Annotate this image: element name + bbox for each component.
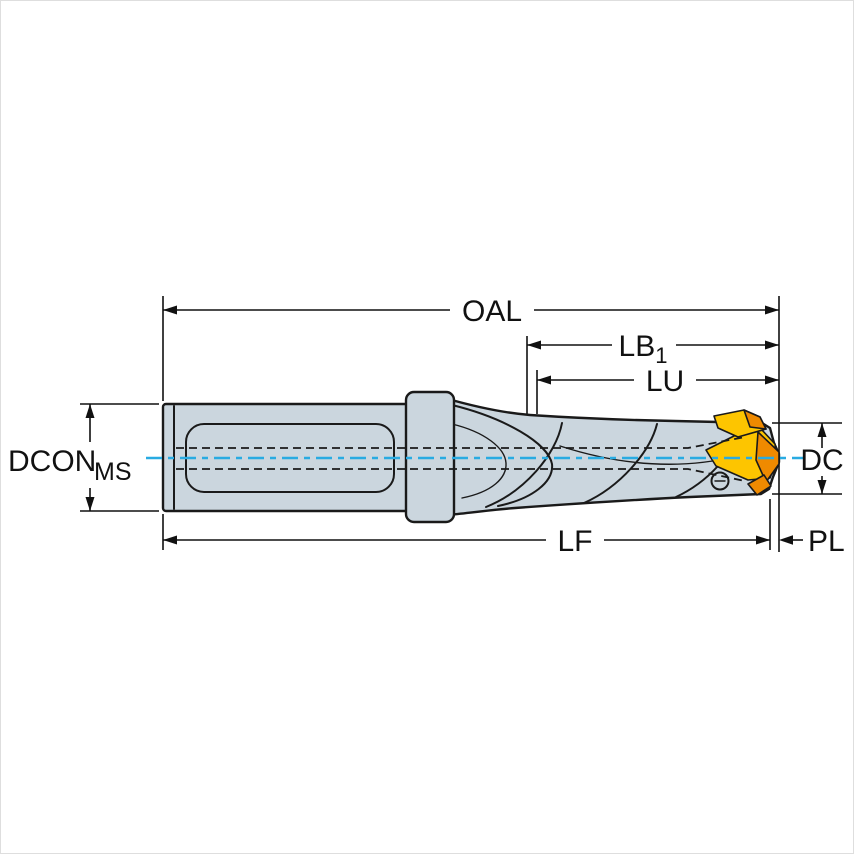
insert-screw xyxy=(710,471,730,491)
arrowhead xyxy=(817,480,827,494)
flute-helix-line-1 xyxy=(485,422,563,508)
arrowhead xyxy=(765,340,779,350)
arrowhead xyxy=(527,340,541,350)
arrowhead xyxy=(817,423,827,437)
dim-label-lb1-main: LB xyxy=(619,330,656,363)
arrowhead xyxy=(537,375,551,385)
extension-lines xyxy=(80,296,842,552)
dim-label-dc: DC xyxy=(800,444,843,477)
dim-label-lb1: LB1 xyxy=(619,330,668,368)
arrowhead xyxy=(85,497,95,511)
dim-label-lb1-subscript: 1 xyxy=(655,343,667,368)
arrowhead xyxy=(765,375,779,385)
dim-label-dcon: DCON xyxy=(8,445,96,478)
flute-runout-inner-curve xyxy=(451,423,507,499)
coolant-channel-top xyxy=(176,436,746,449)
dimension-pl: PL xyxy=(779,525,845,558)
bottom-insert-facet xyxy=(747,474,772,496)
dimension-lf: LF xyxy=(163,525,770,558)
dim-label-pl: PL xyxy=(808,525,845,558)
flute-runout-curve xyxy=(451,404,554,507)
dim-label-lu: LU xyxy=(646,365,684,398)
flute-helix-line-2 xyxy=(583,423,658,504)
dimension-lb1: LB1 xyxy=(527,330,779,368)
arrowhead xyxy=(756,535,770,545)
arrowhead xyxy=(163,535,177,545)
dimension-dcon: DCON MS xyxy=(8,404,132,511)
arrowhead xyxy=(163,305,177,315)
dim-label-dcon-ms: MS xyxy=(94,458,132,486)
peripheral-insert-facet xyxy=(743,409,767,430)
dimension-lu: LU xyxy=(537,365,779,398)
dim-label-lf: LF xyxy=(557,525,592,558)
drill-body xyxy=(146,390,804,524)
coolant-channel-bottom xyxy=(176,468,746,482)
arrowhead xyxy=(765,305,779,315)
dimension-dc: DC xyxy=(800,423,844,494)
arrowhead xyxy=(85,404,95,418)
arrowhead xyxy=(779,535,793,545)
dim-label-oal: OAL xyxy=(462,295,522,328)
dimension-oal: OAL xyxy=(163,295,779,328)
